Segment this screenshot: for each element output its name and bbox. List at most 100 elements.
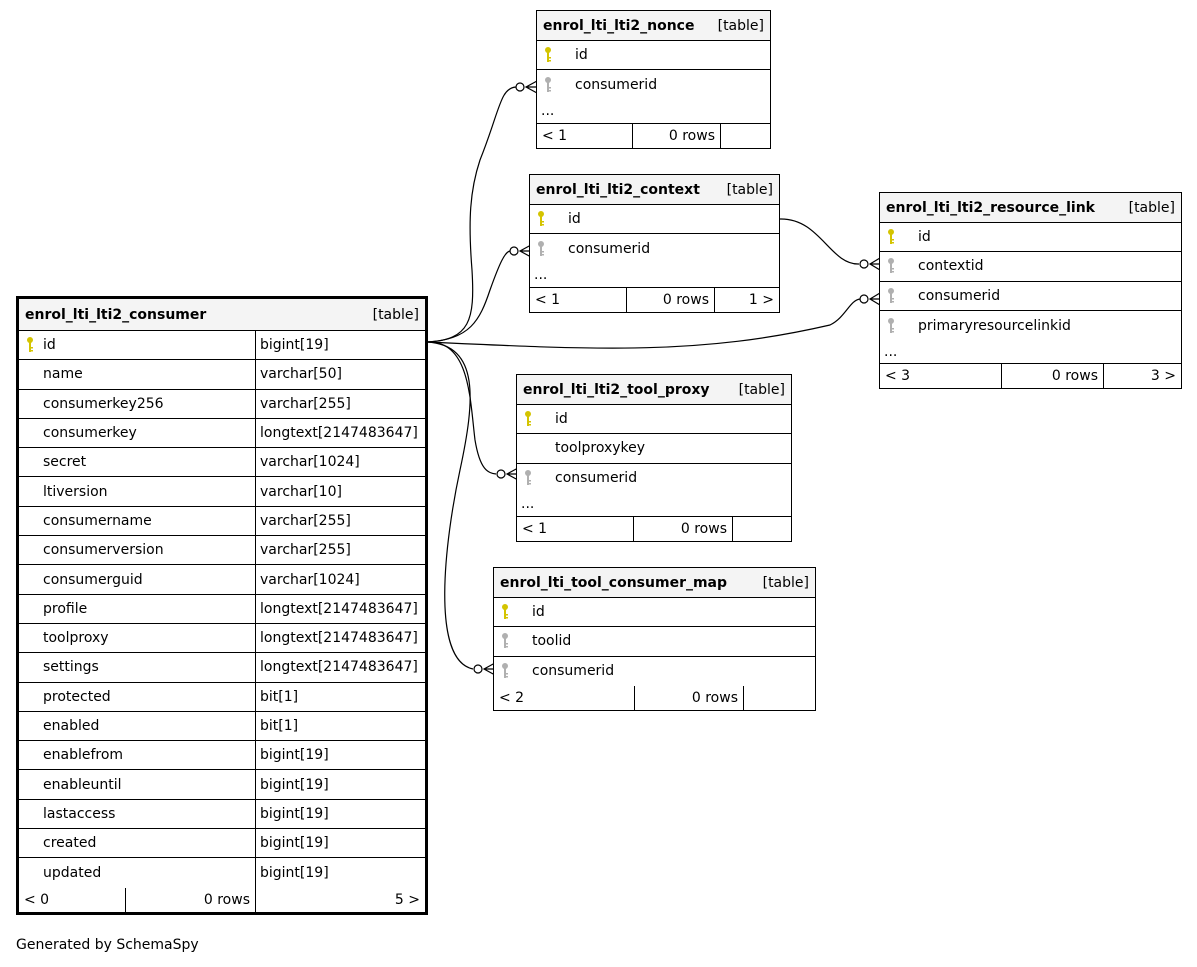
column-type: bigint[19] (255, 741, 425, 770)
column-type: bigint[19] (255, 829, 425, 858)
table-row: consumerkey longtext[2147483647] (19, 418, 425, 449)
link-consumer-nonce (426, 86, 517, 343)
cardinality-markers (473, 82, 869, 674)
ellipsis: ... (541, 103, 555, 120)
column-name: consumerversion (43, 542, 164, 559)
table-name: enrol_lti_lti2_resource_link (886, 199, 1095, 216)
generated-by-label: Generated by SchemaSpy (16, 937, 199, 953)
column-name: protected (43, 688, 111, 705)
resource-link-context-marker (859, 259, 869, 269)
table-footer: < 3 0 rows 3 > (880, 364, 1181, 389)
column-type: longtext[2147483647] (255, 623, 425, 653)
table-row: updated bigint[19] (19, 858, 425, 888)
table-name: enrol_lti_tool_consumer_map (500, 574, 728, 591)
column-name: enabled (43, 718, 100, 734)
more-columns: ... (530, 264, 779, 288)
table-kind: [table] (372, 306, 419, 323)
parents-count: < 1 (542, 127, 568, 144)
column-name: settings (43, 659, 99, 676)
column-name: updated (43, 864, 102, 881)
column-name: toolproxykey (555, 440, 646, 457)
column-cell: lastaccess (19, 800, 255, 828)
foreign-key-icon (494, 632, 516, 650)
table-row: id (530, 205, 779, 235)
column-cell: consumerguid (19, 565, 255, 593)
column-cell: created (19, 829, 255, 857)
row-count: 0 rows (125, 887, 255, 912)
row-count: 0 rows (626, 287, 714, 312)
children-count (732, 516, 791, 541)
children-count: 5 > (255, 887, 425, 912)
foreign-key-icon (880, 287, 902, 305)
table-row: id (494, 598, 815, 628)
more-columns: ... (517, 493, 791, 517)
table-header: enrol_lti_lti2_consumer [table] (19, 299, 425, 331)
table-row: id (537, 41, 770, 71)
table-footer: < 1 0 rows (537, 123, 770, 148)
link-consumer-resource-link (426, 298, 861, 349)
foreign-key-icon (494, 662, 516, 680)
foreign-key-icon (880, 317, 902, 335)
foreign-key-icon (530, 240, 552, 258)
column-cell: consumerkey256 (19, 390, 255, 418)
primary-key-icon (880, 228, 902, 246)
table-name: enrol_lti_lti2_tool_proxy (523, 381, 710, 398)
table-name: enrol_lti_lti2_context (536, 181, 700, 198)
column-name: consumerid (532, 663, 615, 680)
primary-key-icon (494, 603, 516, 621)
column-name: enablefrom (43, 747, 124, 764)
table-row: consumerid (880, 282, 1181, 311)
column-name: name (43, 366, 83, 383)
table-row: toolid (494, 627, 815, 657)
link-context-resource-link (779, 218, 860, 265)
column-name: created (43, 835, 97, 852)
column-name: id (918, 229, 931, 246)
parents-count: < 3 (885, 368, 911, 385)
column-type: bigint[19] (255, 858, 425, 888)
crowfoot-markers (482, 80, 881, 676)
row-count: 0 rows (632, 123, 720, 148)
column-type: varchar[50] (255, 360, 425, 389)
column-cell: profile (19, 595, 255, 623)
table-kind: [table] (717, 17, 764, 34)
column-type: bit[1] (255, 711, 425, 741)
ellipsis: ... (534, 267, 548, 284)
primary-key-icon (537, 46, 559, 64)
column-name: profile (43, 600, 88, 617)
column-type: varchar[1024] (255, 448, 425, 477)
table-footer: < 2 0 rows (494, 685, 815, 710)
table-footer: < 0 0 rows 5 > (19, 887, 425, 912)
column-name: toolid (532, 633, 572, 650)
primary-key-icon (517, 410, 539, 428)
link-consumer-context (426, 250, 511, 343)
children-count: 3 > (1103, 364, 1181, 389)
column-type: longtext[2147483647] (255, 418, 425, 448)
foreign-key-icon (880, 257, 902, 275)
table-kind: [table] (726, 181, 773, 198)
column-type: longtext[2147483647] (255, 594, 425, 623)
table-row: profile longtext[2147483647] (19, 594, 425, 624)
column-name: consumerkey (43, 425, 137, 442)
table-row: consumerid (517, 464, 791, 493)
table-row: id (517, 405, 791, 435)
table-row: consumerid (494, 657, 815, 686)
column-name: primaryresourcelinkid (918, 317, 1071, 334)
ellipsis: ... (884, 343, 898, 360)
parents-count: < 1 (535, 291, 561, 308)
children-count (743, 685, 815, 710)
column-type: varchar[10] (255, 477, 425, 506)
column-name: enableuntil (43, 776, 122, 793)
column-name: consumerid (575, 76, 658, 93)
more-columns: ... (537, 100, 770, 124)
column-type: bigint[19] (255, 331, 425, 360)
column-name: id (568, 211, 581, 228)
